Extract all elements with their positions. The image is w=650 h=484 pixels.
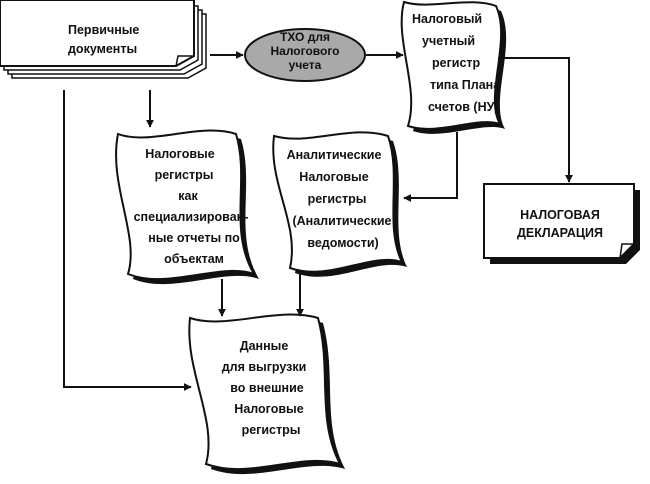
- reports-line-4: специализирован-: [133, 210, 249, 224]
- tho-label: ТХО для Налогового учета: [262, 30, 348, 72]
- tax-register-label: Налоговый учетный регистр типа Плана сче…: [412, 8, 504, 118]
- primary-docs-line-1: Первичные: [68, 23, 140, 37]
- tax-register-shape: [400, 0, 507, 134]
- reports-line-1: Налоговые: [145, 147, 215, 161]
- analytic-line-3: регистры: [307, 192, 367, 206]
- analytic-line-5: ведомости): [307, 236, 379, 250]
- export-data-label: Данные для выгрузки во внешние Налоговые…: [206, 336, 326, 441]
- declaration-label: НАЛОГОВАЯ ДЕКЛАРАЦИЯ: [490, 206, 630, 242]
- analytic-registers-label: Аналитические Налоговые регистры (Аналит…: [276, 144, 402, 254]
- declaration-shape: [483, 183, 640, 264]
- tax-registers-reports-shape: [115, 129, 259, 285]
- reports-line-2: регистры: [154, 168, 214, 182]
- reports-line-6: объектам: [164, 252, 224, 266]
- tax-registers-reports-label: Налоговые регистры как специализирован- …: [120, 144, 254, 270]
- primary-docs-line-2: документы: [68, 42, 138, 56]
- export-line-1: Данные: [239, 339, 289, 353]
- primary-documents-shape: [0, 0, 207, 79]
- analytic-registers-shape: [272, 131, 407, 277]
- reports-line-3: как: [178, 189, 198, 203]
- primary-docs-label: Первичные документы: [68, 21, 139, 59]
- arrow-register-to-analytic: [403, 132, 458, 202]
- export-line-3: во внешние: [230, 381, 304, 395]
- arrow-register-to-declaration: [498, 57, 573, 183]
- export-data-shape: [188, 313, 345, 475]
- export-line-5: регистры: [241, 423, 301, 437]
- connectors: [63, 51, 573, 391]
- export-line-4: Налоговые: [234, 402, 304, 416]
- tax-register-line-1: Налоговый: [412, 12, 483, 26]
- tax-register-line-3: регистр: [432, 56, 481, 70]
- tho-line-1: ТХО для: [280, 30, 330, 44]
- export-line-2: для выгрузки: [221, 360, 307, 374]
- tho-ellipse: [244, 28, 366, 82]
- declaration-line-1: НАЛОГОВАЯ: [520, 208, 600, 222]
- tho-line-3: учета: [288, 58, 322, 72]
- reports-line-5: ные отчеты по: [148, 231, 240, 245]
- declaration-line-2: ДЕКЛАРАЦИЯ: [516, 226, 604, 240]
- tax-register-line-5: счетов (НУ): [428, 100, 499, 114]
- arrow-primary-to-export: [63, 90, 192, 391]
- analytic-line-1: Аналитические: [286, 148, 382, 162]
- tho-line-2: Налогового: [270, 44, 340, 58]
- analytic-line-4: (Аналитические: [292, 214, 392, 228]
- analytic-line-2: Налоговые: [299, 170, 369, 184]
- tax-register-line-4: типа Плана: [430, 78, 501, 92]
- tax-register-line-2: учетный: [422, 34, 476, 48]
